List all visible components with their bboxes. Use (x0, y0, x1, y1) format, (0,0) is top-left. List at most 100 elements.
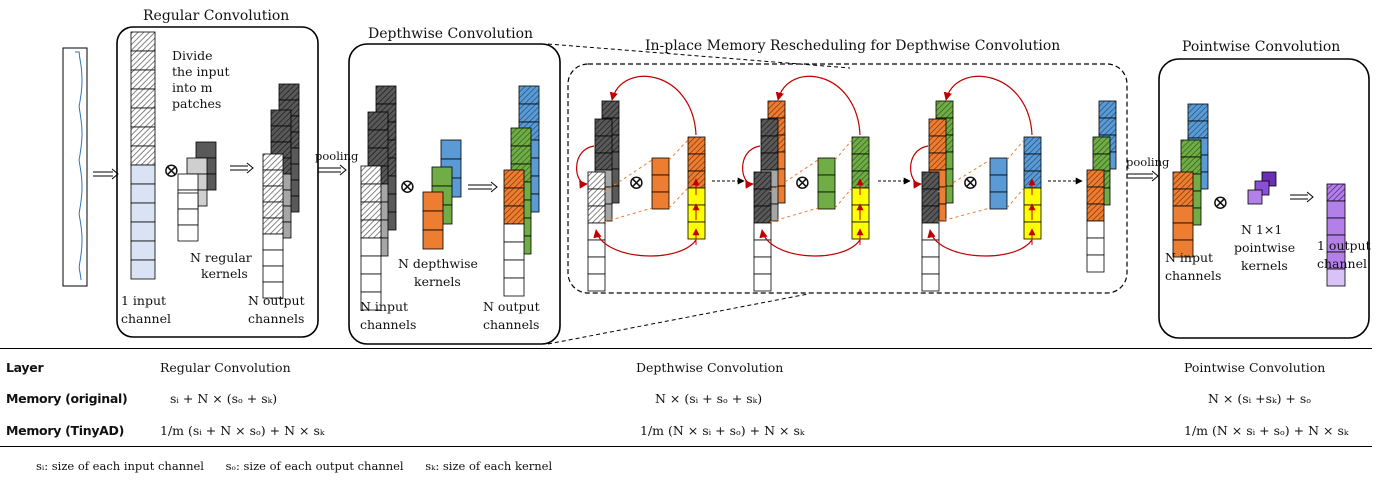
regular-kernel-label: kernels (201, 266, 248, 281)
input-cell (1172, 239, 1194, 258)
result-cell (1086, 254, 1105, 273)
depthwise-input-label: channels (360, 317, 416, 332)
zoom-line-bottom (547, 293, 809, 345)
inplace-title: In-place Memory Rescheduling for Depthwi… (645, 38, 1060, 54)
depthwise-input-label: N input (360, 299, 408, 314)
mapping-line (668, 187, 689, 209)
regular-convolution-panel: Regular Convolution Divide the input int… (116, 8, 319, 338)
table-row-memory-original: Memory (original) sᵢ + N × (sₒ + sₖ) N ×… (0, 388, 1382, 410)
depthwise-output-label: channels (483, 317, 539, 332)
regular-kernels (177, 141, 217, 242)
inplace-rescheduling-panel: In-place Memory Rescheduling for Depthwi… (567, 38, 1128, 294)
memory-tinyad-depthwise: 1/m (N × sᵢ + sₒ) + N × sₖ (640, 423, 805, 438)
depthwise-input-channels (360, 85, 397, 311)
reschedule-arrow (910, 145, 929, 189)
regular-input-channel (130, 31, 156, 280)
table-row-memory-tinyad: Memory (TinyAD) 1/m (sᵢ + N × sₒ) + N × … (0, 420, 1382, 442)
legend-sk: sₖ: size of each kernel (425, 459, 553, 473)
memory-original-pointwise: N × (sᵢ +sₖ) + sₒ (1208, 391, 1312, 406)
pooling-label: pooling (315, 149, 359, 163)
pointwise-input-label: channels (1165, 268, 1221, 283)
memory-tinyad-pointwise: 1/m (N × sᵢ + sₒ) + N × sₖ (1184, 423, 1349, 438)
header-pointwise: Pointwise Convolution (1184, 360, 1326, 375)
pointwise-kernel-label: kernels (1241, 258, 1288, 273)
depthwise-output-label: N output (483, 299, 540, 314)
buffer-cell (753, 273, 772, 292)
pointwise-convolution-panel: Pointwise Convolution ⊗ N input channels… (1158, 39, 1371, 339)
depthwise-kernels (422, 139, 462, 250)
kernel-cell (989, 191, 1008, 210)
input-signal (62, 47, 88, 287)
mapping-line (769, 159, 819, 193)
mapping-line (668, 139, 689, 161)
legend-si: sᵢ: size of each input channel (36, 459, 204, 473)
kernel-cell (177, 224, 199, 242)
pointwise-input-label: N input (1165, 250, 1213, 265)
buffer-cell (921, 273, 940, 292)
mapping-line (834, 139, 853, 161)
regular-output-label: N output (248, 293, 305, 308)
arrow-reg-kernel-to-output (230, 162, 254, 174)
reschedule-arrow (576, 145, 595, 189)
mapping-line (834, 187, 853, 209)
regular-note-line: Divide (172, 48, 212, 63)
depthwise-convolution-panel: Depthwise Convolution ⊗ N input channels… (348, 26, 561, 345)
regular-title: Regular Convolution (143, 8, 289, 24)
reschedule-arrow (609, 75, 697, 136)
mapping-line (937, 159, 991, 193)
mapping-line (603, 207, 653, 223)
depthwise-title: Depthwise Convolution (368, 26, 533, 42)
table-bottom-rule (0, 446, 1372, 447)
mapping-line (1006, 139, 1025, 161)
regular-output-label: channels (248, 311, 304, 326)
pointwise-output-channel (1326, 183, 1346, 287)
row-label-memory-tinyad: Memory (TinyAD) (6, 423, 125, 438)
otimes-symbol: ⊗ (1212, 190, 1229, 214)
regular-note-line: the input (172, 64, 230, 79)
mapping-line (1006, 187, 1025, 209)
kernel-cell (422, 229, 444, 250)
reschedule-arrow (927, 229, 1033, 257)
header-regular: Regular Convolution (160, 360, 291, 375)
regular-output-channels (262, 83, 300, 299)
pointwise-output-label: channel (1317, 256, 1367, 271)
buffer-cell (587, 273, 606, 292)
arrow-pw-to-output (1290, 191, 1314, 203)
regular-kernel-label: N regular (190, 250, 252, 265)
input-cell (360, 291, 382, 311)
regular-input-label: channel (121, 311, 171, 326)
regular-input-label: 1 input (121, 293, 166, 308)
output-cell (503, 277, 525, 297)
arrow-pooling-1 (318, 164, 347, 176)
otimes-symbol: ⊗ (794, 170, 811, 194)
pointwise-kernel-label: pointwise (1234, 240, 1295, 255)
reschedule-arrow (742, 145, 761, 189)
pointwise-title: Pointwise Convolution (1182, 39, 1340, 55)
arrow-dw-to-output (468, 181, 498, 193)
row-label-layer: Layer (6, 360, 44, 375)
otimes-symbol: ⊗ (163, 158, 180, 182)
otimes-symbol: ⊗ (962, 170, 979, 194)
pointwise-kernel-label: N 1×1 (1241, 222, 1282, 237)
table-header-row: Layer Regular Convolution Depthwise Conv… (0, 357, 1382, 379)
symbol-legend: sᵢ: size of each input channel sₒ: size … (36, 459, 570, 473)
memory-original-depthwise: N × (sᵢ + sₒ + sₖ) (655, 391, 763, 406)
memory-original-regular: sᵢ + N × (sₒ + sₖ) (170, 391, 278, 406)
input-cell (130, 259, 156, 280)
inplace-steps: ⊗⊗⊗ (576, 75, 1117, 292)
reschedule-arrow (593, 229, 697, 257)
header-depthwise: Depthwise Convolution (636, 360, 784, 375)
depthwise-output-channels (503, 85, 540, 297)
mapping-line (769, 207, 819, 223)
pointwise-output-label: 1 output (1317, 238, 1371, 253)
depthwise-kernel-label: N depthwise (398, 256, 478, 271)
kernel-cell (651, 191, 670, 210)
pointwise-input-channels (1172, 103, 1209, 258)
pointwise-kernels (1247, 171, 1277, 205)
reschedule-arrow (943, 75, 1033, 136)
arrow-pooling-2 (1127, 170, 1159, 182)
legend-so: sₒ: size of each output channel (225, 459, 404, 473)
output-cell (262, 281, 284, 299)
